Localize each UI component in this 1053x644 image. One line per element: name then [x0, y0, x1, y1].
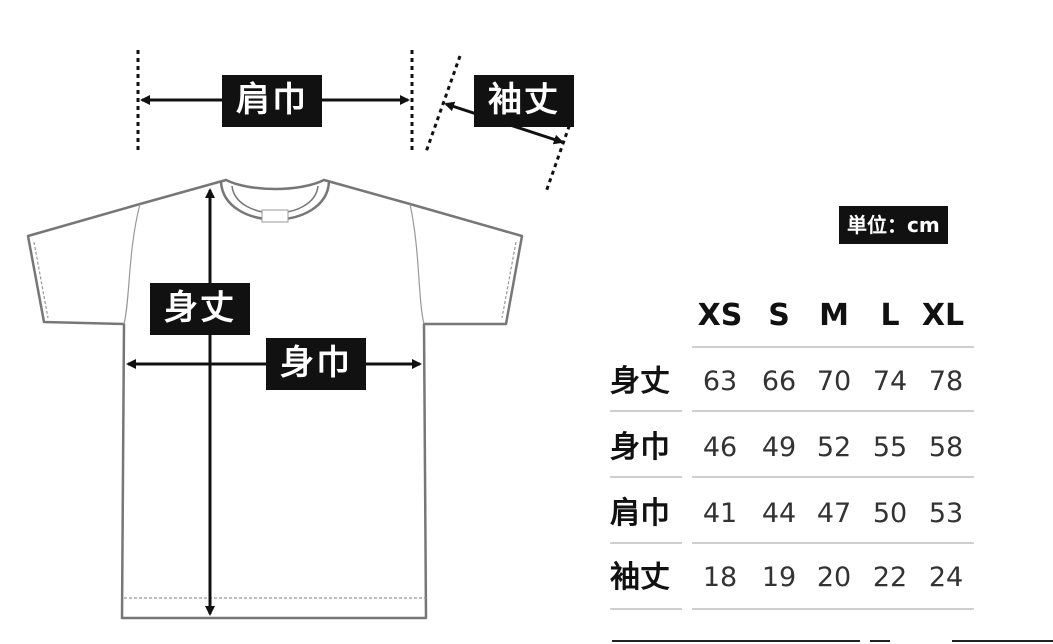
table-divider	[610, 410, 682, 412]
table-divider	[610, 476, 682, 478]
sleeve-guides	[424, 55, 574, 193]
table-cell: 47	[816, 498, 852, 529]
tshirt-outline	[26, 178, 524, 620]
row-label-width: 身巾	[610, 430, 670, 465]
shoulder-guides	[136, 50, 414, 152]
row-label-shoulder: 肩巾	[610, 496, 670, 531]
table-cell: 44	[761, 498, 797, 529]
table-cell: 41	[702, 498, 738, 529]
size-header: S	[768, 298, 790, 333]
table-cell: 74	[872, 366, 908, 397]
table-cell: 66	[761, 366, 797, 397]
table-cell: 20	[816, 562, 852, 593]
table-cell: 52	[816, 432, 852, 463]
table-divider	[692, 410, 974, 412]
table-cell: 19	[761, 562, 797, 593]
size-header: L	[880, 298, 900, 333]
table-cell: 46	[702, 432, 738, 463]
table-cell: 50	[872, 498, 908, 529]
sleeve-label: 袖丈	[474, 75, 574, 127]
table-cell: 49	[761, 432, 797, 463]
table-cell: 63	[702, 366, 738, 397]
table-divider	[692, 476, 974, 478]
table-cell: 53	[928, 498, 964, 529]
section-divider	[612, 640, 860, 642]
row-label-length: 身丈	[610, 364, 670, 399]
width-label: 身巾	[266, 338, 366, 390]
shoulder-label: 肩巾	[222, 75, 322, 127]
section-divider	[952, 640, 1053, 642]
tshirt-seams	[33, 203, 517, 599]
table-cell: 58	[928, 432, 964, 463]
length-label: 身丈	[150, 283, 250, 335]
row-label-sleeve: 袖丈	[610, 560, 670, 595]
table-cell: 78	[928, 366, 964, 397]
table-divider	[610, 608, 682, 610]
size-header: XL	[921, 298, 965, 333]
section-divider	[870, 640, 890, 642]
table-divider	[692, 608, 974, 610]
table-cell: 24	[928, 562, 964, 593]
table-divider	[610, 542, 682, 544]
tshirt-tag	[261, 209, 289, 223]
table-divider	[692, 346, 974, 348]
table-divider	[692, 542, 974, 544]
table-cell: 22	[872, 562, 908, 593]
table-cell: 70	[816, 366, 852, 397]
unit-badge: 単位：cm	[839, 206, 948, 244]
table-cell: 55	[872, 432, 908, 463]
size-header: XS	[697, 298, 743, 333]
table-cell: 18	[702, 562, 738, 593]
size-header: M	[819, 298, 849, 333]
